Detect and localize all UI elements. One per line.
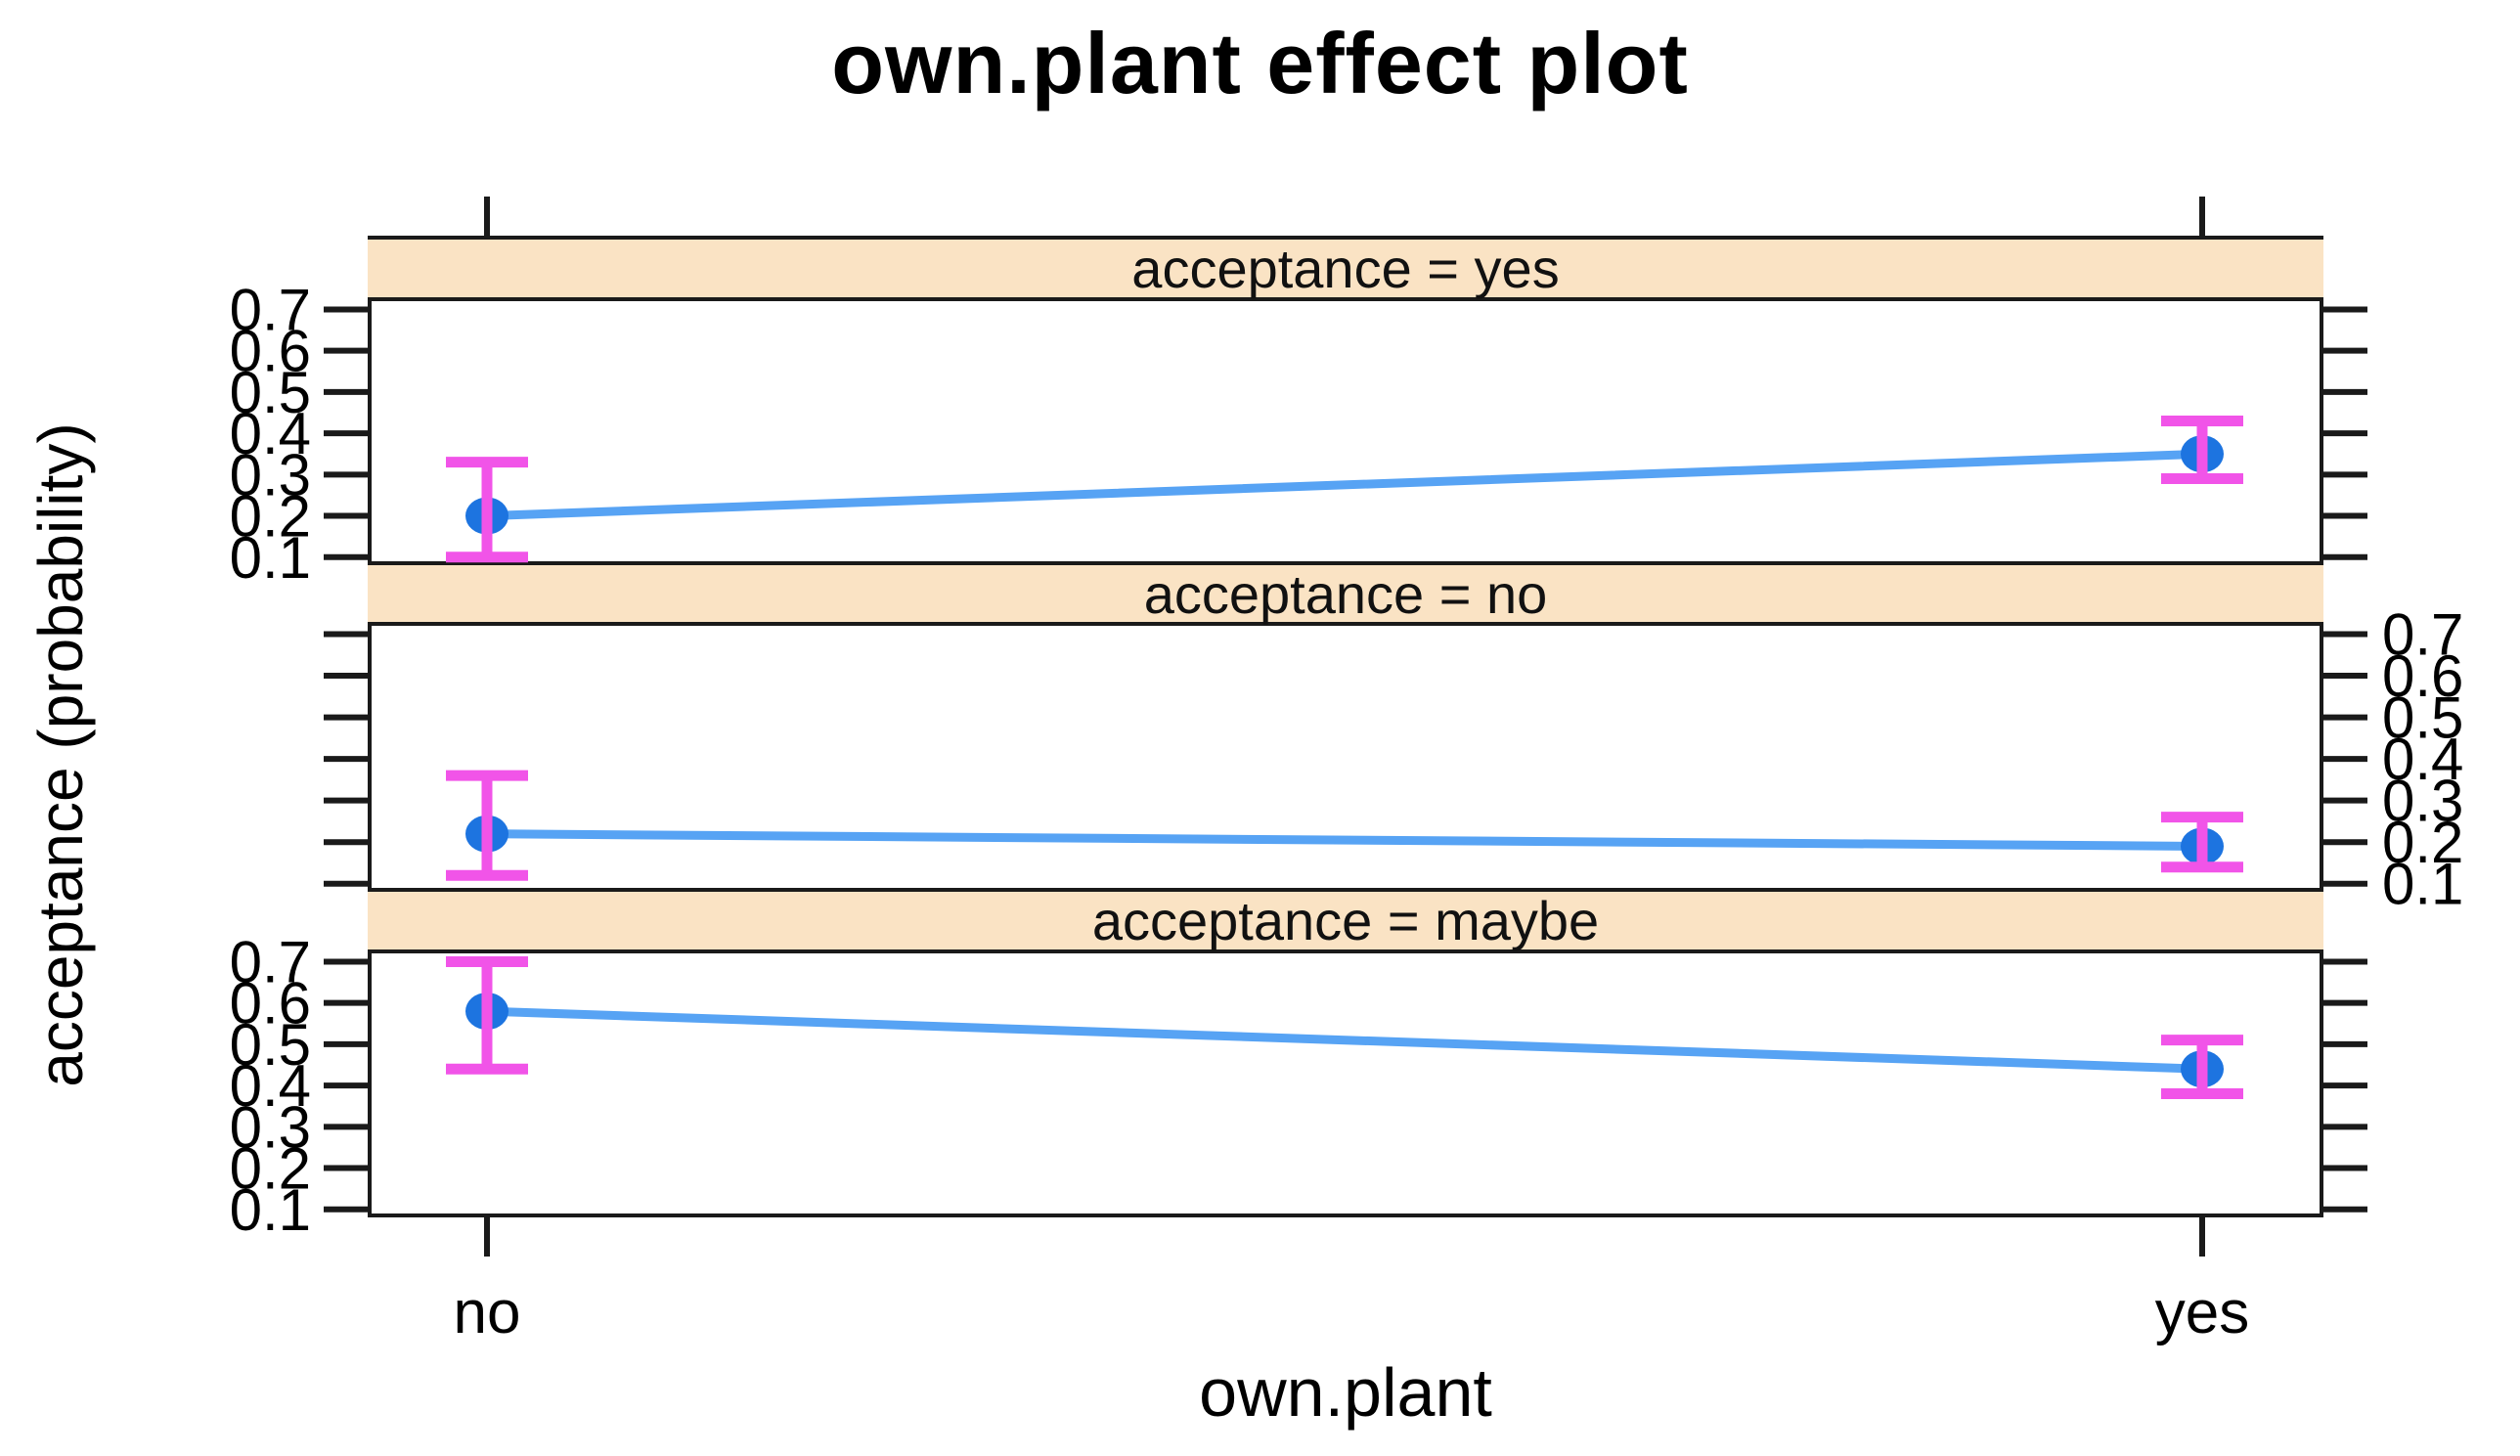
- panel-strip-label: acceptance = maybe: [1091, 890, 1600, 951]
- y-tick-label: 0.2: [230, 484, 311, 550]
- y-tick-label: 0.6: [2382, 643, 2463, 709]
- y-tick-label: 0.1: [230, 1177, 311, 1243]
- y-tick-label: 0.7: [230, 929, 311, 994]
- plot-title: own.plant effect plot: [831, 15, 1689, 111]
- y-tick-label: 0.2: [230, 1136, 311, 1202]
- y-tick-label: 0.5: [230, 360, 311, 425]
- y-tick-label: 0.7: [230, 277, 311, 342]
- fit-line: [482, 1006, 2207, 1074]
- y-tick-label: 0.4: [230, 401, 311, 466]
- y-tick-label: 0.5: [230, 1012, 311, 1078]
- x-axis-title: own.plant: [1199, 1354, 1492, 1431]
- x-category-label: yes: [2155, 1279, 2249, 1346]
- panel-strip-acceptance-no: acceptance = no: [368, 561, 2323, 626]
- y-tick-label: 0.1: [2382, 852, 2463, 917]
- y-tick-label: 0.6: [230, 319, 311, 384]
- panel-strip-acceptance-yes: acceptance = yes: [368, 236, 2323, 301]
- y-tick-label: 0.4: [230, 1053, 311, 1119]
- fit-line: [482, 829, 2207, 851]
- fit-line: [482, 449, 2207, 521]
- x-category-label: no: [454, 1279, 521, 1346]
- y-tick-label: 0.6: [230, 971, 311, 1037]
- y-tick-label: 0.5: [2382, 685, 2463, 751]
- y-tick-label: 0.7: [2382, 602, 2463, 668]
- panel-strip-label: acceptance = no: [1143, 562, 1548, 625]
- y-tick-label: 0.3: [230, 1094, 311, 1160]
- y-tick-label: 0.3: [230, 442, 311, 507]
- panel-strip-label: acceptance = yes: [1131, 238, 1560, 299]
- y-tick-label: 0.4: [2382, 727, 2463, 792]
- y-tick-label: 0.3: [2382, 769, 2463, 834]
- panel-strip-acceptance-maybe: acceptance = maybe: [368, 888, 2323, 953]
- y-tick-label: 0.2: [2382, 810, 2463, 875]
- y-tick-label: 0.1: [230, 525, 311, 591]
